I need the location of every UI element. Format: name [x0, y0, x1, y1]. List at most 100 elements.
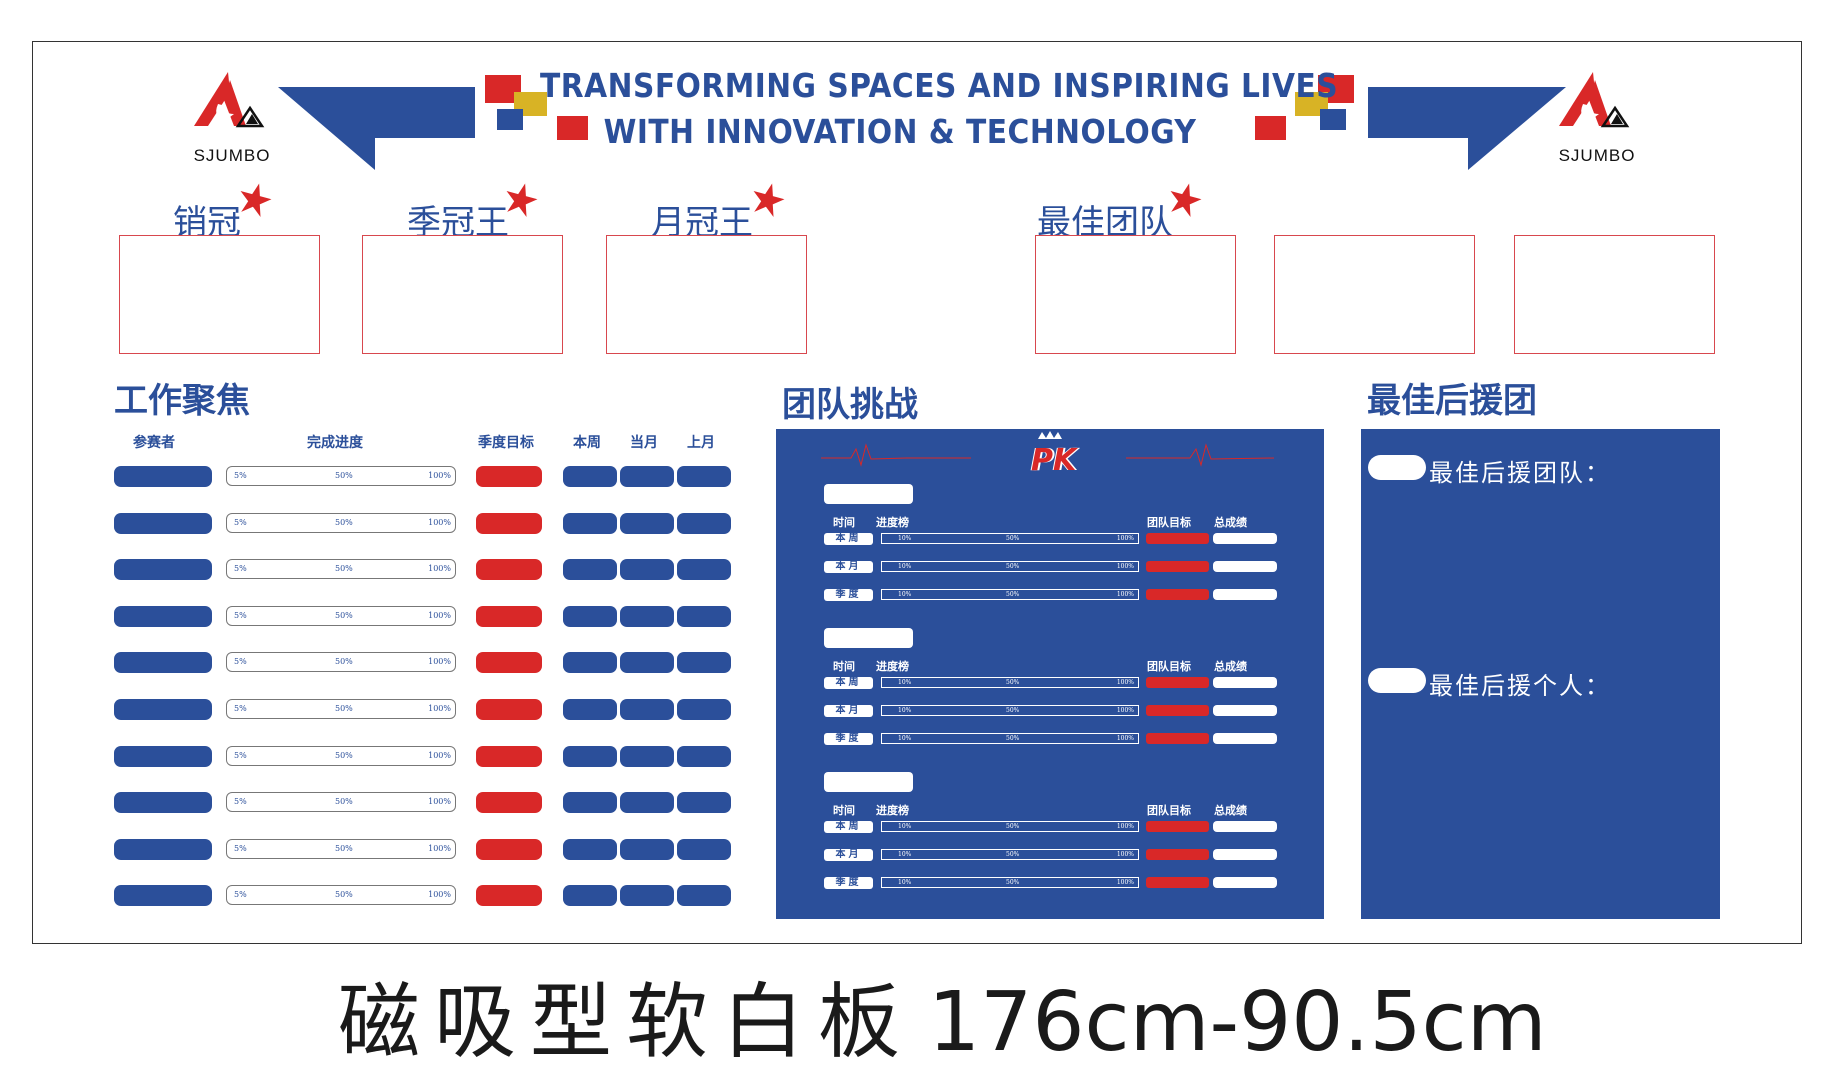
season-target-pill[interactable]: [476, 838, 542, 860]
this-week-pill[interactable]: [563, 885, 617, 907]
progress-bar[interactable]: 5%50%100%: [226, 466, 456, 486]
progress-tick-low: 5%: [234, 564, 247, 574]
pk-progress-bar[interactable]: 10%50%100%: [881, 821, 1139, 832]
pk-tick-mid: 50%: [1006, 591, 1020, 598]
pk-total-pill[interactable]: [1213, 561, 1277, 572]
pk-total-pill[interactable]: [1213, 877, 1277, 888]
this-week-pill[interactable]: [563, 605, 617, 627]
progress-bar[interactable]: 5%50%100%: [226, 699, 456, 719]
pk-progress-bar[interactable]: 10%50%100%: [881, 561, 1139, 572]
table-row: 5%50%100%: [0, 699, 731, 720]
progress-bar[interactable]: 5%50%100%: [226, 652, 456, 673]
pk-total-pill[interactable]: [1213, 733, 1277, 744]
pk-total-pill[interactable]: [1213, 533, 1277, 544]
participant-pill[interactable]: [114, 745, 212, 767]
last-month-pill[interactable]: [677, 652, 731, 674]
participant-pill[interactable]: [114, 652, 212, 674]
pk-team-target-pill[interactable]: [1146, 733, 1209, 744]
season-target-pill[interactable]: [476, 512, 542, 534]
participant-pill[interactable]: [114, 792, 212, 814]
pk-team-target-pill[interactable]: [1146, 561, 1209, 572]
this-week-pill[interactable]: [563, 652, 617, 674]
progress-tick-high: 100%: [428, 471, 451, 480]
progress-bar[interactable]: 5%50%100%: [226, 512, 456, 533]
pk-progress-bar[interactable]: 10%50%100%: [881, 705, 1139, 716]
this-month-pill[interactable]: [620, 792, 674, 814]
last-month-pill[interactable]: [677, 559, 731, 581]
progress-bar[interactable]: 5%50%100%: [226, 559, 456, 580]
participant-pill[interactable]: [114, 838, 212, 860]
pk-team-target-pill[interactable]: [1146, 849, 1209, 860]
progress-bar[interactable]: 5%50%100%: [226, 838, 456, 859]
pk-team-target-pill[interactable]: [1146, 705, 1209, 716]
last-month-pill[interactable]: [677, 885, 731, 907]
participant-pill[interactable]: [114, 885, 212, 907]
last-month-pill[interactable]: [677, 699, 731, 720]
this-month-pill[interactable]: [620, 885, 674, 907]
season-target-pill[interactable]: [476, 885, 542, 907]
pk-total-pill[interactable]: [1213, 821, 1277, 832]
season-target-pill[interactable]: [476, 559, 542, 581]
last-month-pill[interactable]: [677, 838, 731, 860]
participant-pill[interactable]: [114, 559, 212, 581]
participant-pill[interactable]: [114, 605, 212, 627]
team-name-pill[interactable]: [824, 772, 913, 792]
last-month-pill[interactable]: [677, 792, 731, 814]
participant-pill[interactable]: [114, 699, 212, 720]
pk-team-target-pill[interactable]: [1146, 677, 1209, 688]
participant-pill[interactable]: [114, 466, 212, 487]
last-month-pill[interactable]: [677, 466, 731, 487]
this-week-pill[interactable]: [563, 838, 617, 860]
pk-team-target-pill[interactable]: [1146, 877, 1209, 888]
this-week-pill[interactable]: [563, 559, 617, 581]
pk-team-target-pill[interactable]: [1146, 589, 1209, 600]
pk-total-pill[interactable]: [1213, 589, 1277, 600]
pk-progress-bar[interactable]: 10%50%100%: [881, 849, 1139, 860]
this-month-pill[interactable]: [620, 838, 674, 860]
last-month-pill[interactable]: [677, 512, 731, 534]
pk-progress-bar[interactable]: 10%50%100%: [881, 877, 1139, 888]
this-week-pill[interactable]: [563, 512, 617, 534]
season-target-pill[interactable]: [476, 605, 542, 627]
pk-progress-bar[interactable]: 10%50%100%: [881, 589, 1139, 600]
last-month-pill[interactable]: [677, 745, 731, 767]
season-target-pill[interactable]: [476, 699, 542, 720]
pk-row-label: 本月: [824, 561, 873, 573]
this-month-pill[interactable]: [620, 745, 674, 767]
season-target-pill[interactable]: [476, 792, 542, 814]
pk-total-pill[interactable]: [1213, 677, 1277, 688]
team-name-pill[interactable]: [824, 484, 913, 504]
this-week-pill[interactable]: [563, 745, 617, 767]
this-month-pill[interactable]: [620, 699, 674, 720]
pk-progress-bar[interactable]: 10%50%100%: [881, 733, 1139, 744]
this-week-pill[interactable]: [563, 466, 617, 487]
season-target-pill[interactable]: [476, 745, 542, 767]
table-row: 5%50%100%: [0, 792, 731, 814]
season-target-pill[interactable]: [476, 466, 542, 487]
pk-progress-bar[interactable]: 10%50%100%: [881, 677, 1139, 688]
progress-bar[interactable]: 5%50%100%: [226, 745, 456, 766]
this-week-pill[interactable]: [563, 792, 617, 814]
pk-total-pill[interactable]: [1213, 705, 1277, 716]
team-name-pill[interactable]: [824, 628, 913, 648]
pk-progress-bar[interactable]: 10%50%100%: [881, 533, 1139, 544]
last-month-pill[interactable]: [677, 605, 731, 627]
this-month-pill[interactable]: [620, 512, 674, 534]
this-month-pill[interactable]: [620, 466, 674, 487]
this-month-pill[interactable]: [620, 605, 674, 627]
this-month-pill[interactable]: [620, 652, 674, 674]
season-target-pill[interactable]: [476, 652, 542, 674]
pk-team-target-pill[interactable]: [1146, 533, 1209, 544]
pk-col-team-target: 团队目标: [1147, 660, 1191, 673]
pk-team-target-pill[interactable]: [1146, 821, 1209, 832]
pk-total-pill[interactable]: [1213, 849, 1277, 860]
this-week-pill[interactable]: [563, 699, 617, 720]
progress-bar[interactable]: 5%50%100%: [226, 605, 456, 626]
table-row: 5%50%100%: [0, 838, 731, 860]
participant-pill[interactable]: [114, 512, 212, 534]
progress-bar[interactable]: 5%50%100%: [226, 792, 456, 813]
col-season-target: 季度目标: [478, 435, 534, 451]
this-month-pill[interactable]: [620, 559, 674, 581]
progress-bar[interactable]: 5%50%100%: [226, 885, 456, 906]
